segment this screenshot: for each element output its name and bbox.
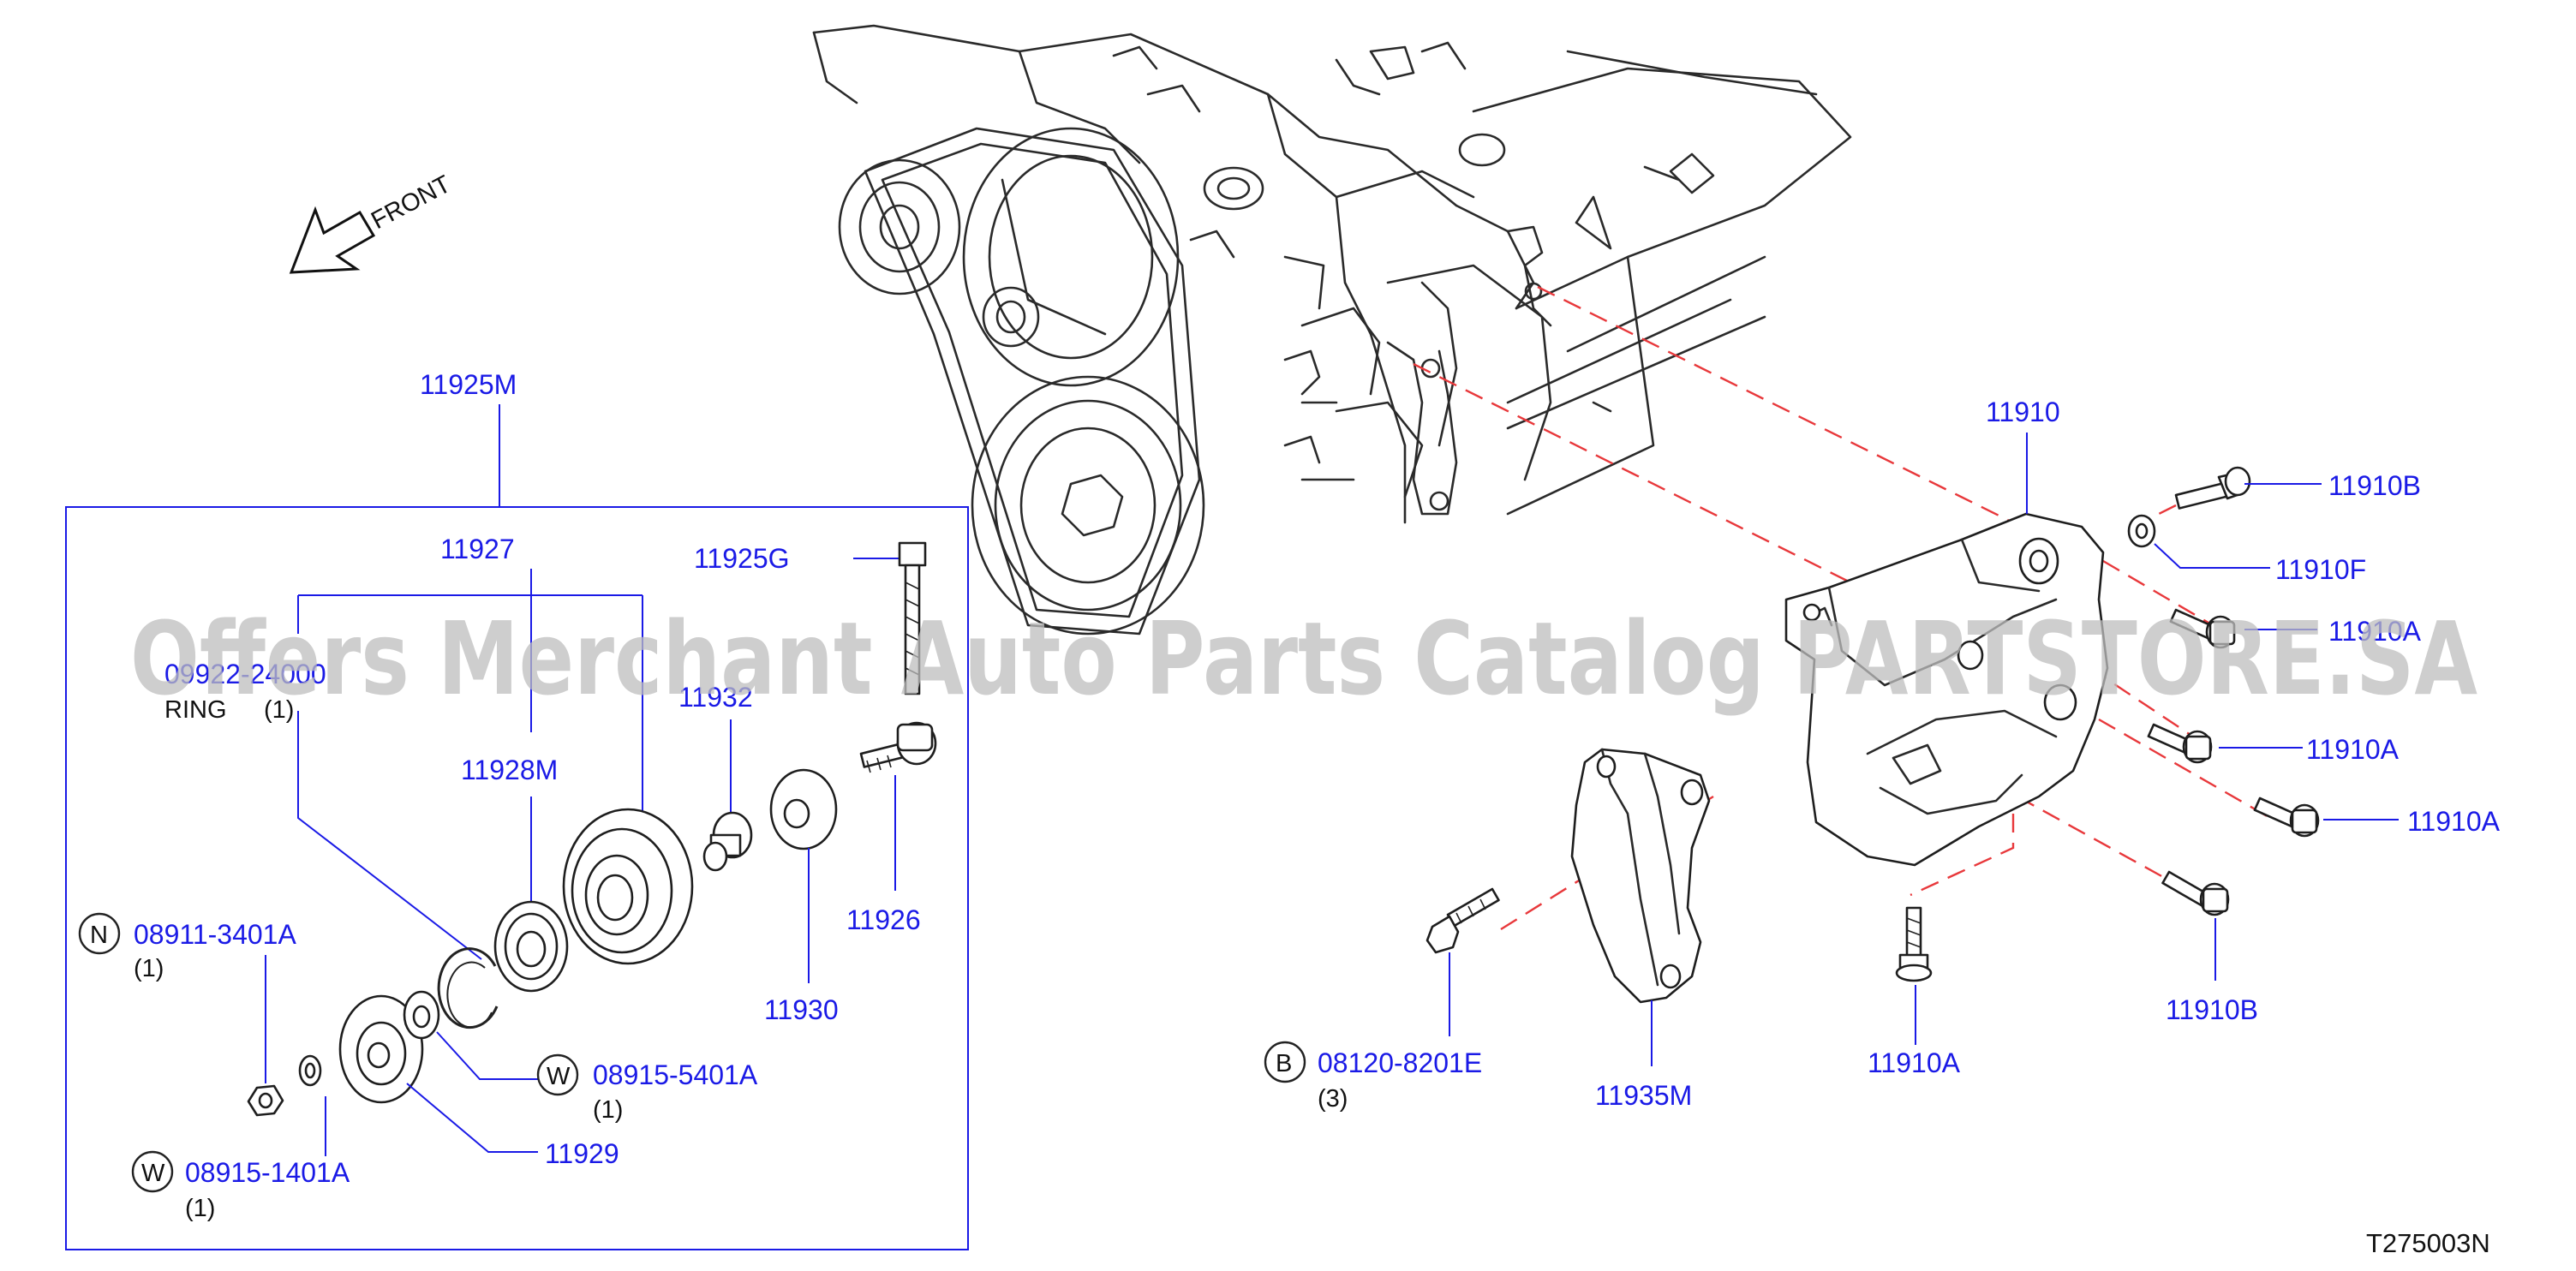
bolt-11926-drawing <box>859 721 937 773</box>
callout-n-letter: N <box>90 922 108 949</box>
ring-label: RING <box>164 696 227 724</box>
callout-w2-letter: W <box>141 1160 165 1187</box>
snap-ring-drawing <box>437 947 499 1029</box>
stay-11935m-drawing <box>1570 748 1711 1004</box>
spacer-11932-drawing <box>702 811 753 872</box>
washer-11930-drawing <box>769 768 838 850</box>
part-11910b-bottom: 11910B <box>2166 994 2258 1025</box>
bolt-11910b-bottom-drawing <box>2161 870 2230 916</box>
part-11925g: 11925G <box>694 543 790 574</box>
callout-w1-part: 08915-5401A <box>593 1059 758 1090</box>
callout-b-letter: B <box>1276 1050 1292 1077</box>
washer-08915-1401a-drawing <box>298 1054 322 1087</box>
kit-label: 11925M <box>420 369 517 400</box>
callout-b: B 08120-8201E (3) <box>1264 1041 1482 1113</box>
callout-w2-qty: (1) <box>185 1195 215 1222</box>
diagram-code: T275003N <box>2366 1228 2490 1258</box>
callout-w2: W 08915-1401A (1) <box>131 1150 350 1222</box>
part-11926: 11926 <box>846 904 921 935</box>
callout-n-qty: (1) <box>134 955 164 982</box>
bearing-11928m-drawing <box>493 900 569 993</box>
part-11910a-4: 11910A <box>1868 1047 1961 1078</box>
engine-block-drawing <box>812 24 1852 636</box>
part-11930: 11930 <box>764 994 839 1025</box>
bolt-11910b-top-drawing <box>2174 466 2251 510</box>
callout-b-part: 08120-8201E <box>1318 1047 1482 1078</box>
bolt-11925g-drawing <box>898 541 927 695</box>
part-11932: 11932 <box>678 682 753 713</box>
callout-w1: W 08915-5401A (1) <box>536 1053 758 1124</box>
part-11910a-3: 11910A <box>2407 806 2501 837</box>
part-11927: 11927 <box>440 534 515 564</box>
part-11910b-top: 11910B <box>2328 470 2421 501</box>
pulley-11927-drawing <box>562 808 694 965</box>
part-11935m: 11935M <box>1595 1080 1692 1111</box>
part-11929: 11929 <box>545 1138 619 1169</box>
bolt-11910a-4-drawing <box>1895 906 1933 982</box>
front-arrow-icon <box>289 206 376 274</box>
callout-b-qty: (3) <box>1318 1085 1348 1113</box>
watermark: Offers Merchant Auto Parts Catalog PARTS… <box>130 600 2477 718</box>
bolt-11910a-2-drawing <box>2147 723 2213 764</box>
part-11910a-1: 11910A <box>2328 616 2422 647</box>
part-11910f: 11910F <box>2275 554 2366 585</box>
callout-w1-qty: (1) <box>593 1096 623 1124</box>
front-label: FRONT <box>367 170 455 235</box>
washer-08915-5401a-drawing <box>403 990 440 1040</box>
part-11910: 11910 <box>1986 397 2060 427</box>
part-09922: 09922-24000 <box>164 659 326 689</box>
nut-drawing <box>247 1084 284 1117</box>
part-11928m: 11928M <box>461 755 558 785</box>
ring-qty: (1) <box>264 696 294 724</box>
bolt-08120-8201e-drawing <box>1425 887 1500 954</box>
callout-n: N 08911-3401A (1) <box>78 912 296 982</box>
washer-11910f-drawing <box>2127 514 2156 548</box>
part-11910a-2: 11910A <box>2306 734 2400 765</box>
bolt-11910a-1-drawing <box>2169 608 2236 649</box>
kit-box <box>65 506 969 1250</box>
cover-11929-drawing <box>338 994 424 1104</box>
callout-w1-letter: W <box>547 1063 571 1090</box>
bolt-11910a-3-drawing <box>2253 797 2320 838</box>
callout-n-part: 08911-3401A <box>134 919 296 950</box>
callout-w2-part: 08915-1401A <box>185 1157 350 1188</box>
